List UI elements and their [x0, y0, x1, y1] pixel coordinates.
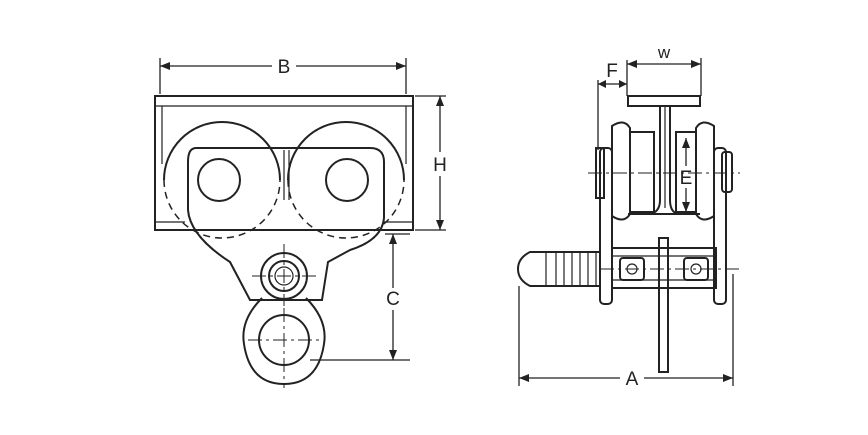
- left-axle-hole: [197, 158, 241, 202]
- suspension-shaft: [611, 247, 717, 289]
- dimension-A: A: [518, 274, 734, 390]
- right-axle-hole: [325, 158, 369, 202]
- left-wheel-side: [611, 121, 631, 221]
- right-wheel-side: [695, 121, 715, 221]
- suspension-bolt-nut: [268, 260, 300, 292]
- dimension-F: F: [597, 60, 628, 150]
- dim-label-C: C: [386, 289, 400, 310]
- side-view-right-plate: [713, 147, 727, 305]
- front-view: B H C: [154, 57, 447, 388]
- dimension-E: E: [680, 138, 693, 212]
- i-beam: [627, 95, 701, 215]
- dimension-C: C: [310, 233, 410, 361]
- threaded-extension: [516, 251, 601, 287]
- dimension-w: w: [627, 43, 702, 96]
- side-load-lug: [658, 237, 669, 373]
- front-side-plate: [187, 147, 385, 301]
- dimension-B: B: [159, 57, 407, 94]
- dimension-H: H: [415, 95, 447, 231]
- side-view: F w E A: [516, 43, 740, 390]
- side-view-left-plate: [599, 147, 613, 305]
- dim-label-H: H: [433, 155, 447, 176]
- dim-label-A: A: [626, 369, 639, 390]
- dim-label-w: w: [657, 43, 671, 62]
- front-frame-plate: [154, 95, 414, 231]
- dim-label-B: B: [278, 57, 291, 78]
- right-wheel-outline: [287, 121, 405, 181]
- left-wheel-outline: [163, 121, 281, 181]
- dim-label-F: F: [606, 61, 618, 82]
- dim-label-E: E: [680, 168, 693, 189]
